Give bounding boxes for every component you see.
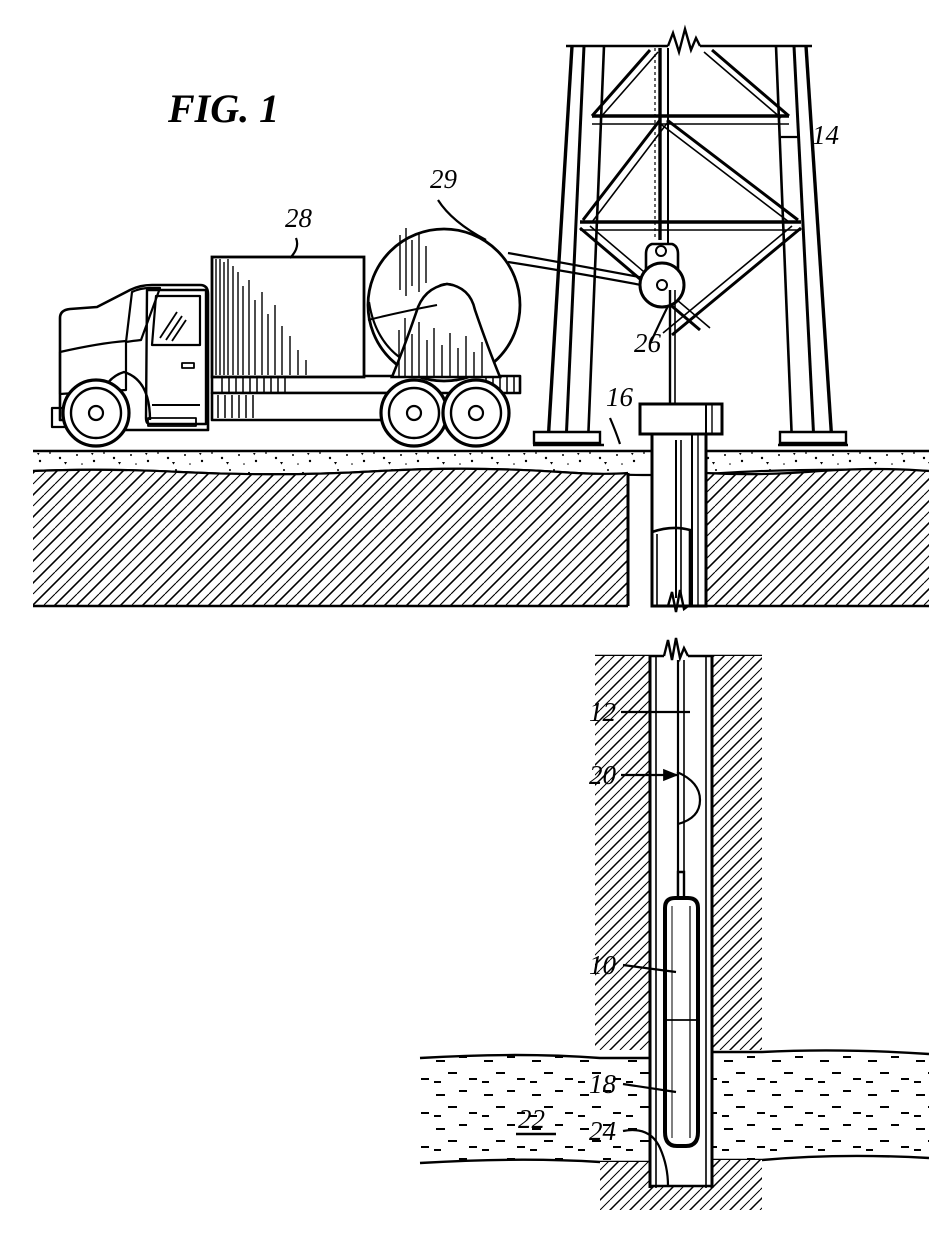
earth-lower-right xyxy=(710,656,762,1052)
ref-numeral-22-group: 22 xyxy=(516,1104,556,1136)
ref-numeral-16: 16 xyxy=(606,382,634,412)
leader-lines xyxy=(289,135,800,1187)
ref-numeral-22: 22 xyxy=(518,1104,545,1134)
leader-29 xyxy=(437,199,487,241)
cable-down-to-wellhead xyxy=(668,290,676,404)
figure-title: FIG. 1 xyxy=(167,86,279,131)
chassis-hatch xyxy=(217,395,254,418)
ref-numeral-26: 26 xyxy=(634,328,662,358)
logging-cable-lower xyxy=(676,660,685,900)
ref-numeral-18: 18 xyxy=(589,1069,617,1099)
sheave-pulley xyxy=(638,242,686,309)
earth-upper-left xyxy=(32,467,630,608)
logging-tool xyxy=(663,896,700,1148)
leader-18 xyxy=(622,1082,677,1094)
wheel-rear-2 xyxy=(441,378,511,448)
leader-28 xyxy=(289,237,299,259)
cable-reel xyxy=(366,227,522,383)
reel-shading xyxy=(398,228,483,376)
leader-10 xyxy=(622,963,677,974)
ref-numeral-29: 29 xyxy=(430,164,458,194)
wellhead xyxy=(638,402,724,436)
earth-bottom xyxy=(600,1160,762,1210)
ref-numeral-14: 14 xyxy=(812,120,839,150)
ref-numeral-10: 10 xyxy=(589,950,617,980)
truck-wheels xyxy=(61,378,511,448)
ref-numeral-20: 20 xyxy=(589,760,617,790)
instrument-cabin xyxy=(210,255,366,379)
permeable-formation xyxy=(419,1049,929,1165)
upper-borehole-casing xyxy=(650,432,708,613)
ref-numeral-24: 24 xyxy=(589,1116,616,1146)
ref-numeral-28: 28 xyxy=(285,203,313,233)
earth-upper-right xyxy=(704,467,929,608)
cabin-shading xyxy=(215,259,307,375)
leader-26 xyxy=(648,305,669,345)
leader-20-hook xyxy=(676,770,702,826)
derrick-mast xyxy=(532,24,848,447)
leader-24 xyxy=(622,1129,670,1187)
wheel-rear-1 xyxy=(379,378,449,448)
wheel-front xyxy=(61,378,131,448)
logging-truck xyxy=(50,283,522,432)
ref-numeral-12: 12 xyxy=(589,697,616,727)
window-glint xyxy=(159,311,187,342)
borehole-casing-lower xyxy=(648,656,714,1188)
leader-16 xyxy=(608,417,622,445)
